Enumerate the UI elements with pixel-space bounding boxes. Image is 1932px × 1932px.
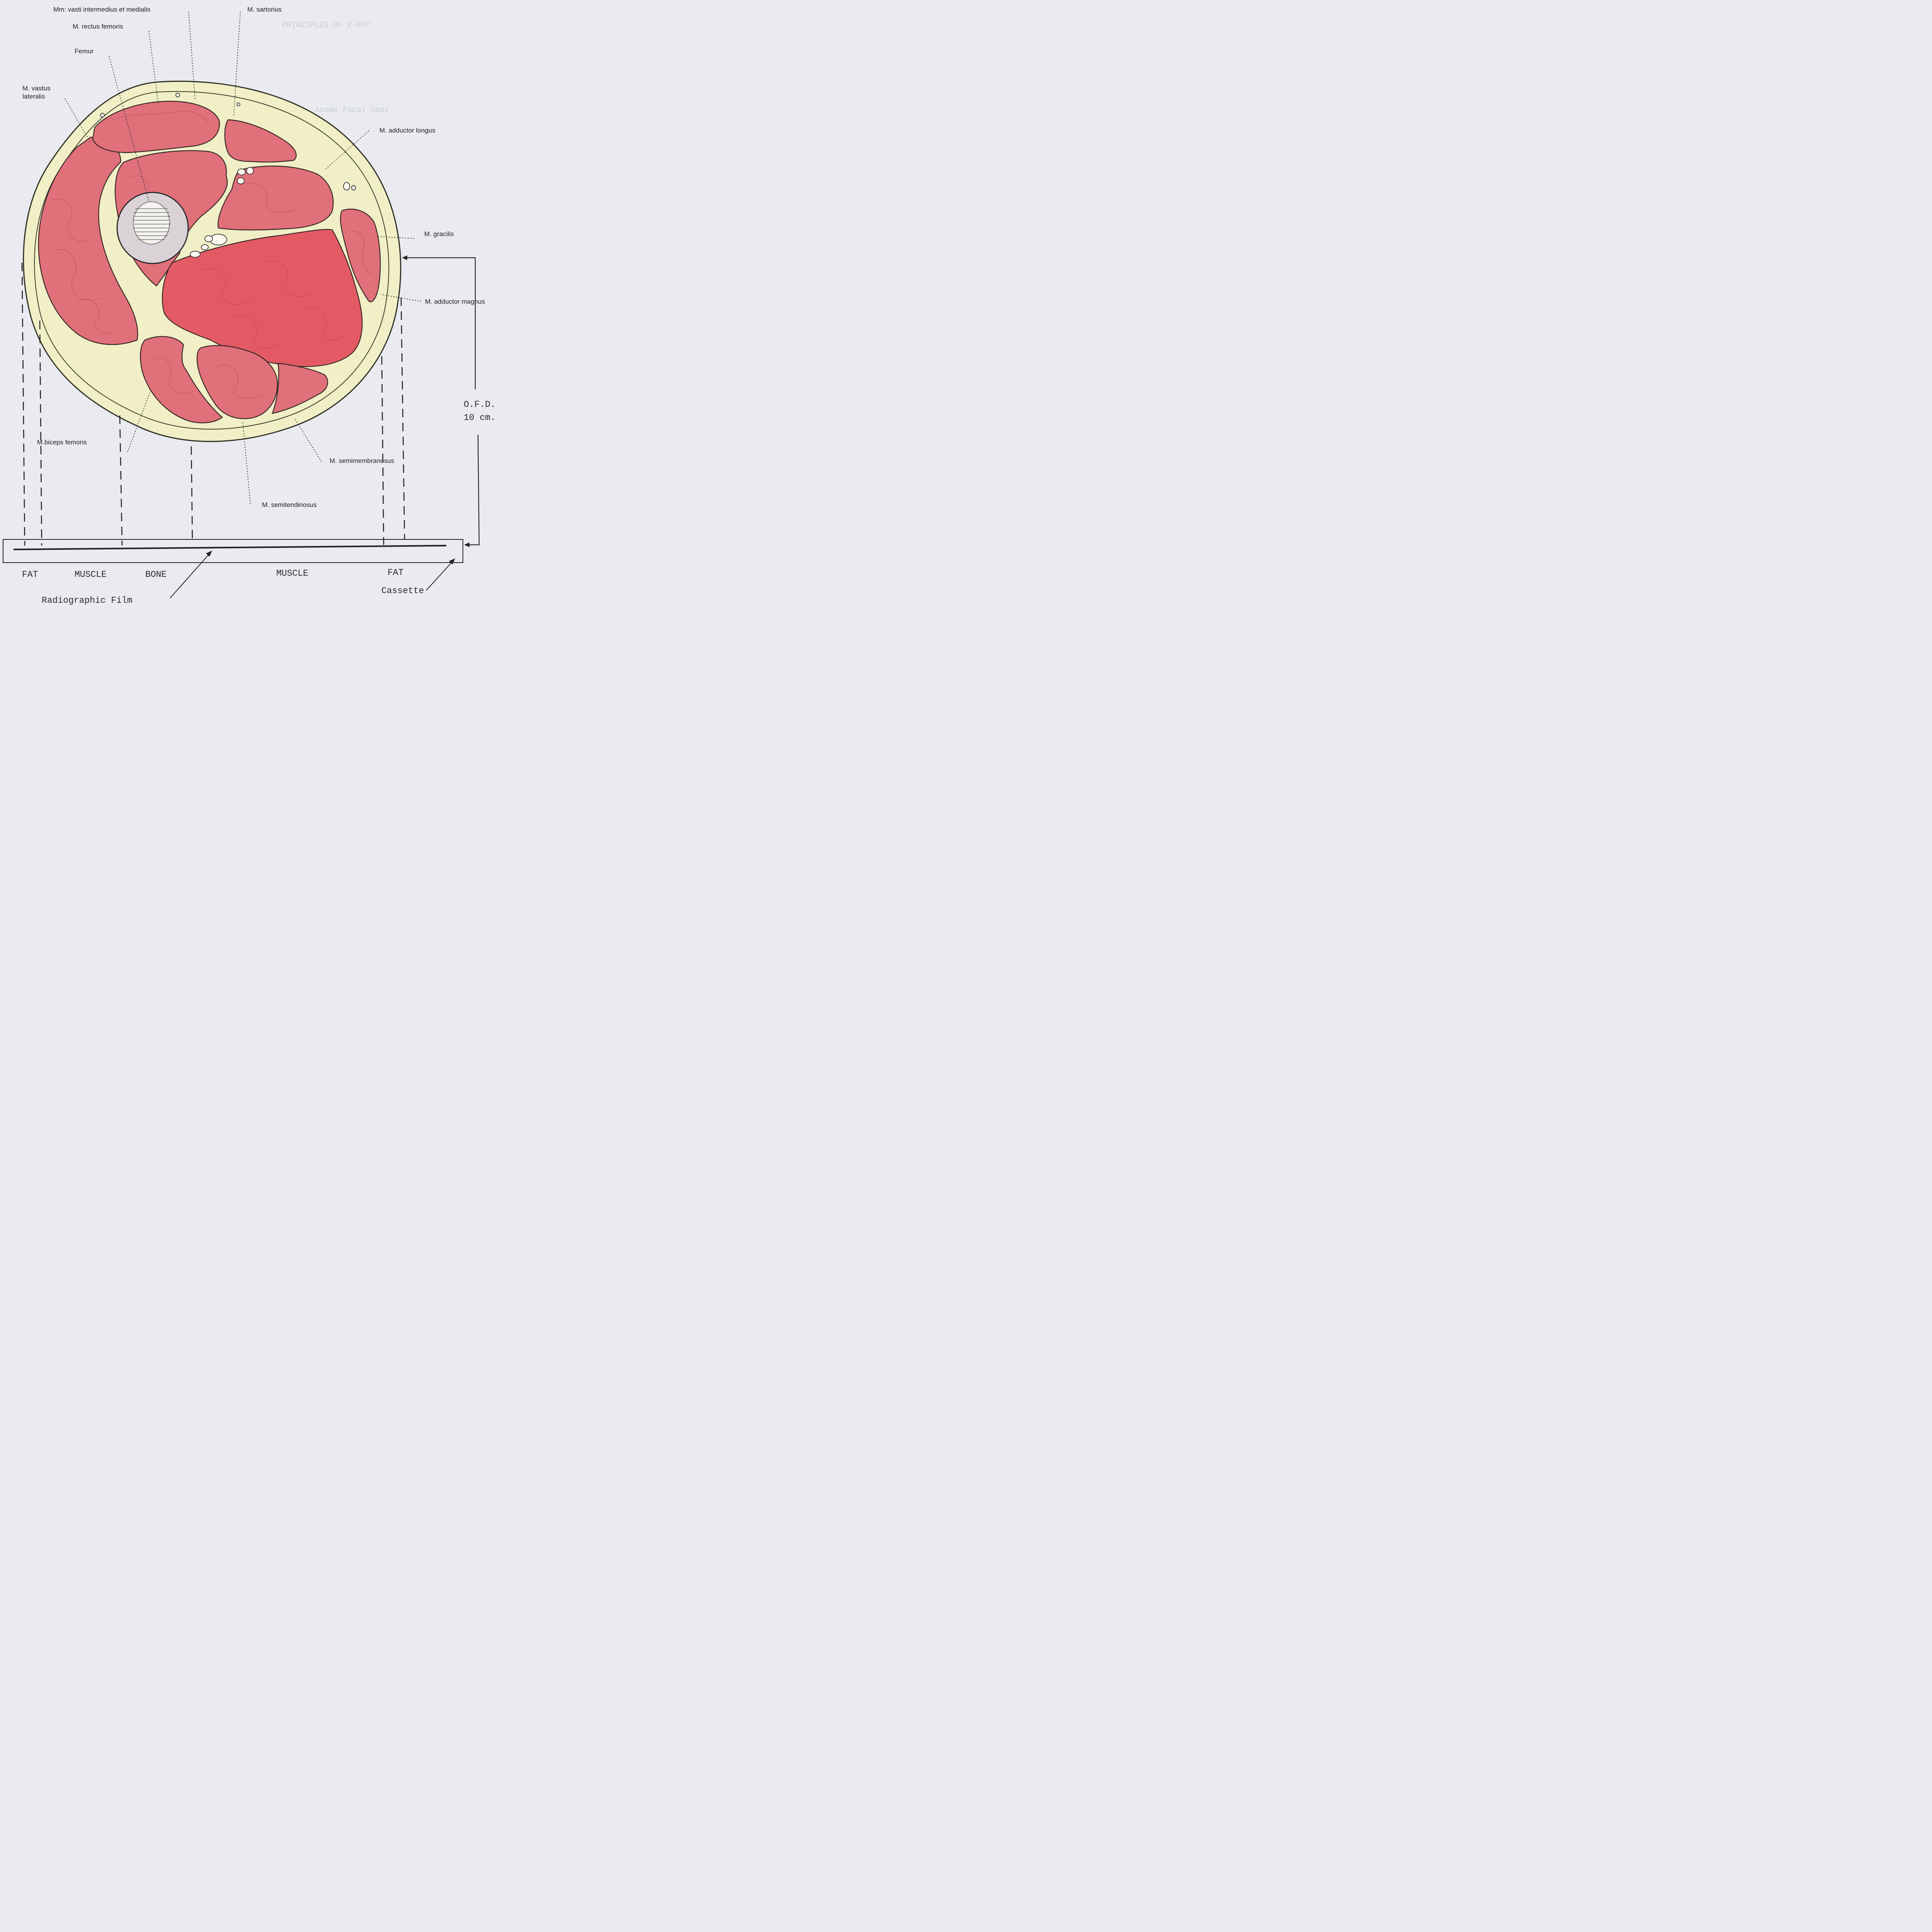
label-zone-muscle-right: MUSCLE	[276, 568, 308, 578]
ofd-labels: O.F.D. 10 cm.	[464, 400, 496, 423]
label-zone-muscle-left: MUSCLE	[75, 570, 107, 580]
cassette-outline	[3, 539, 463, 563]
label-rectus-femoris: M. rectus femoris	[73, 23, 123, 30]
label-vastus-lateralis-2: lateralis	[22, 93, 45, 100]
label-semitendinosus: M. semitendinosus	[262, 501, 317, 509]
label-zone-fat-right: FAT	[388, 568, 403, 578]
label-ofd-line2: 10 cm.	[464, 413, 496, 423]
label-femur: Femur	[75, 48, 94, 55]
label-zone-fat-left: FAT	[22, 570, 38, 580]
label-biceps-femoris: M.biceps femoris	[37, 439, 87, 446]
tissue-zone-labels: FAT MUSCLE BONE MUSCLE FAT	[22, 568, 403, 580]
label-adductor-longus: M. adductor longus	[379, 127, 435, 134]
label-vasti: Mm: vasti intermedius et medialis	[53, 6, 150, 13]
ghost-text-heading: PRINCIPLES OF X-RAY	[282, 21, 370, 30]
label-sartorius: M. sartorius	[247, 6, 282, 13]
thigh-cross-section	[24, 81, 401, 441]
label-ofd-line1: O.F.D.	[464, 400, 496, 410]
film-cassette	[3, 539, 463, 563]
label-vastus-lateralis-1: M. vastus	[22, 85, 51, 92]
label-cassette: Cassette	[381, 586, 424, 596]
label-radiographic-film: Radiographic Film	[42, 595, 133, 605]
radiographic-film-line	[14, 546, 446, 549]
label-gracilis: M. gracilis	[424, 230, 454, 238]
femur-bone	[117, 192, 188, 264]
thigh-cross-section-diagram: PRINCIPLES OF X-RAY Anode Focal Spot	[0, 0, 507, 606]
label-semimembranosus: M. semimembranosus	[330, 457, 394, 464]
label-adductor-magnus: M. adductor magnus	[425, 298, 485, 305]
ghost-text-anode: Anode Focal Spot	[315, 106, 389, 115]
label-zone-bone: BONE	[145, 570, 167, 580]
